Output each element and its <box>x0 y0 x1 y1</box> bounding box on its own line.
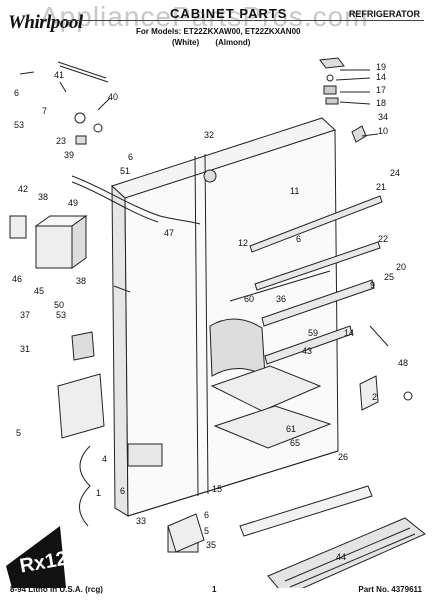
callout-number: 51 <box>120 166 130 176</box>
callout-number: 53 <box>56 310 66 320</box>
callout-number: 6 <box>128 152 133 162</box>
callout-number: 10 <box>378 126 388 136</box>
callout-number: 19 <box>376 62 386 72</box>
exploded-parts-diagram: Rx12 64140753233919141718341032651112421… <box>6 57 426 588</box>
shelf-rails <box>249 195 383 365</box>
brand-logo: Whirlpool <box>8 12 83 33</box>
wiring-harness <box>57 61 201 225</box>
callout-number: 5 <box>204 526 209 536</box>
callout-number: 17 <box>376 85 386 95</box>
cabinet-shell <box>111 117 339 517</box>
toe-grille <box>239 485 426 588</box>
callout-number: 12 <box>238 238 248 248</box>
callout-number: 21 <box>376 182 386 192</box>
warranty-stamp: Rx12 <box>6 526 69 588</box>
watermark: AppliancePartsPros.com <box>40 1 369 32</box>
models-line: For Models: ET22ZKXAW00, ET22ZKXAN00 <box>136 27 301 36</box>
callout-number: 38 <box>76 276 86 286</box>
callout-number: 65 <box>290 438 300 448</box>
callout-number: 9 <box>370 280 375 290</box>
footer-part-number: Part No. 4379611 <box>358 585 422 594</box>
callout-number: 47 <box>164 228 174 238</box>
header: AppliancePartsPros.com Whirlpool CABINET… <box>0 0 432 56</box>
callout-number: 49 <box>68 198 78 208</box>
callout-number: 32 <box>204 130 214 140</box>
footer-printing: 8-94 Litho in U.S.A. (rcg) <box>10 585 103 594</box>
callout-number: 7 <box>42 106 47 116</box>
callout-number: 43 <box>302 346 312 356</box>
callout-number: 6 <box>204 510 209 520</box>
callout-number: 45 <box>34 286 44 296</box>
callout-number: 46 <box>12 274 22 284</box>
callout-number: 6 <box>296 234 301 244</box>
callout-number: 53 <box>14 120 24 130</box>
callout-number: 14 <box>344 328 354 338</box>
colors-line: (White) (Almond) <box>172 38 251 47</box>
top-hinge <box>203 57 367 183</box>
callout-number: 6 <box>14 88 19 98</box>
callout-number: 38 <box>38 192 48 202</box>
bottom-hinge <box>167 375 413 553</box>
callout-number: 6 <box>120 486 125 496</box>
callout-number: 35 <box>206 540 216 550</box>
callout-number: 39 <box>64 150 74 160</box>
page-title: CABINET PARTS <box>170 6 288 21</box>
callout-number: 50 <box>54 300 64 310</box>
callout-number: 5 <box>16 428 21 438</box>
callout-number: 15 <box>212 484 222 494</box>
callout-number: 33 <box>136 516 146 526</box>
callout-number: 18 <box>376 98 386 108</box>
callout-number: 25 <box>384 272 394 282</box>
leader-lines <box>19 69 389 347</box>
footer-page-number: 1 <box>212 585 217 594</box>
callout-number: 1 <box>96 488 101 498</box>
callout-number: 34 <box>378 112 388 122</box>
callout-number: 41 <box>54 70 64 80</box>
callout-number: 37 <box>20 310 30 320</box>
header-rule <box>62 20 424 21</box>
callout-number: 31 <box>20 344 30 354</box>
callout-number: 26 <box>338 452 348 462</box>
control-box <box>9 215 88 269</box>
callout-number: 4 <box>102 454 107 464</box>
callout-number: 48 <box>398 358 408 368</box>
callout-number: 42 <box>18 184 28 194</box>
callout-numbers: 6414075323391914171834103265111242122202… <box>12 62 408 562</box>
callout-number: 60 <box>244 294 254 304</box>
callout-number: 59 <box>308 328 318 338</box>
callout-number: 36 <box>276 294 286 304</box>
callout-number: 2 <box>372 392 377 402</box>
callout-number: 22 <box>378 234 388 244</box>
callout-number: 11 <box>290 186 299 196</box>
callout-number: 24 <box>390 168 400 178</box>
callout-number: 20 <box>396 262 406 272</box>
callout-number: 40 <box>108 92 118 102</box>
callout-number: 61 <box>286 424 296 434</box>
callout-number: 14 <box>376 72 386 82</box>
product-type: REFRIGERATOR <box>348 9 420 19</box>
callout-number: 44 <box>336 552 346 562</box>
callout-number: 23 <box>56 136 66 146</box>
